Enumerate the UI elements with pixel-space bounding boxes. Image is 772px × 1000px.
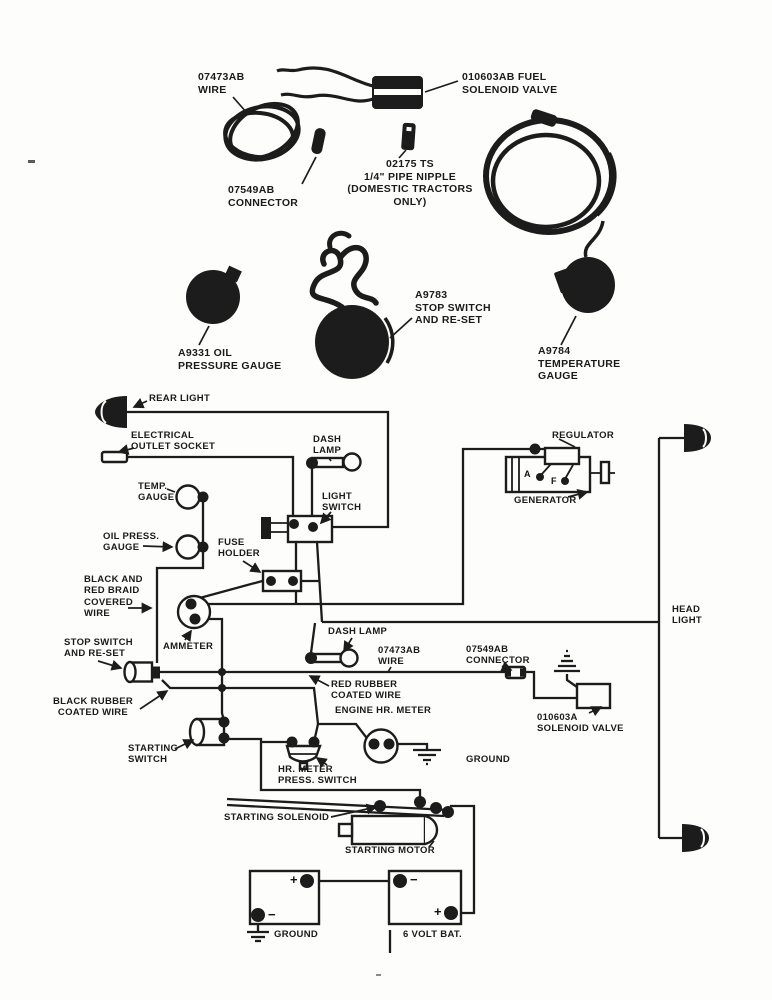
wire-coil-illustration (223, 101, 301, 162)
outlet-socket-symbol (100, 450, 129, 464)
battery1-plus-sign: + (290, 872, 298, 887)
parts-leader-lines (28, 80, 577, 346)
label-dash-lamp-lower: DASH LAMP (328, 626, 388, 637)
battery-6v-symbol (387, 869, 463, 953)
dash-lamp-lower-symbol (305, 648, 359, 668)
label-electrical-outlet: ELECTRICAL OUTLET SOCKET (131, 430, 216, 453)
label-generator: GENERATOR (514, 495, 577, 506)
label-ground-battery: GROUND (274, 929, 319, 940)
label-rear-light: REAR LIGHT (149, 393, 211, 404)
label-stop-switch: STOP SWITCH AND RE-SET (64, 637, 133, 660)
fuel-solenoid-illustration (276, 66, 423, 109)
oil-press-gauge-symbol (175, 534, 209, 560)
scan-artifact (376, 974, 381, 976)
light-switch-symbol (261, 514, 334, 544)
label-light-switch: LIGHT SWITCH (322, 491, 362, 514)
label-regulator: REGULATOR (552, 430, 614, 441)
label-head-light: HEAD LIGHT (672, 604, 702, 627)
label-part-fuel-solenoid: 010603AB FUEL SOLENOID VALVE (462, 71, 558, 96)
label-fuse-holder: FUSE HOLDER (218, 537, 260, 560)
schematic-wires (126, 410, 686, 931)
label-ground-engine: GROUND (466, 754, 511, 765)
battery1-minus-sign: − (268, 907, 276, 922)
head-light-upper-symbol (684, 424, 711, 452)
label-part-wire: 07473AB WIRE (198, 71, 245, 96)
label-press-switch: HR. METER PRESS. SWITCH (278, 764, 357, 787)
label-starting-solenoid: STARTING SOLENOID (224, 812, 330, 823)
label-terminal-f: F (551, 476, 557, 486)
label-black-rubber-wire: BLACK RUBBER COATED WIRE (52, 696, 134, 719)
label-red-rubber-wire: RED RUBBER COATED WIRE (331, 679, 402, 702)
solenoid-valve-symbol (554, 649, 612, 710)
battery2-plus-sign: + (434, 904, 442, 919)
battery2-minus-sign: − (410, 872, 418, 887)
stop-switch-illustration (309, 230, 395, 379)
connector-illustration (311, 128, 326, 155)
label-wire-schematic: 07473AB WIRE (378, 645, 421, 668)
label-engine-hr-meter: ENGINE HR. METER (335, 705, 432, 716)
generator-regulator-symbol (504, 443, 615, 494)
label-part-temp-gauge: A9784 TEMPERATURE GAUGE (538, 345, 621, 383)
starting-motor-symbol (337, 814, 439, 846)
stop-switch-symbol (123, 660, 160, 684)
ammeter-symbol (176, 594, 212, 630)
label-part-oil-gauge: A9331 OIL PRESSURE GAUGE (178, 347, 282, 372)
fuse-holder-symbol (261, 569, 303, 593)
starting-switch-symbol (188, 716, 230, 747)
label-starting-switch: STARTING SWITCH (128, 743, 179, 766)
label-connector-schematic: 07549AB CONNECTOR (466, 644, 530, 667)
junction-dots (218, 668, 226, 692)
label-dash-lamp-upper: DASH LAMP (313, 434, 342, 457)
label-solenoid-valve: 010603A SOLENOID VALVE (537, 712, 624, 735)
wiring-schematic (95, 396, 711, 976)
temperature-gauge-illustration (483, 109, 617, 313)
label-starting-motor: STARTING MOTOR (345, 845, 435, 856)
label-battery: 6 VOLT BAT. (403, 929, 462, 940)
hr-meter-press-switch-symbol (285, 736, 322, 771)
label-part-pipe-nipple: 02175 TS 1/4" PIPE NIPPLE (DOMESTIC TRAC… (347, 158, 473, 208)
parts-illustrations (28, 66, 617, 379)
head-light-lower-symbol (682, 824, 709, 852)
label-braid-wire: BLACK AND RED BRAID COVERED WIRE (84, 574, 143, 620)
engine-hr-meter-symbol (363, 728, 441, 766)
starting-solenoid-symbol (374, 796, 454, 818)
oil-pressure-gauge-illustration (186, 265, 242, 324)
label-part-connector: 07549AB CONNECTOR (228, 184, 299, 209)
label-ammeter: AMMETER (163, 641, 214, 652)
dash-lamp-upper-symbol (306, 452, 362, 472)
label-part-stop-switch: A9783 STOP SWITCH AND RE-SET (415, 289, 491, 327)
label-oil-press-gauge: OIL PRESS. GAUGE (103, 531, 160, 554)
rear-light-symbol (95, 396, 127, 428)
pipe-nipple-illustration (401, 122, 416, 151)
scan-artifact (28, 160, 35, 163)
label-terminal-a: A (524, 469, 531, 479)
schematic-leader-lines (97, 398, 603, 976)
label-temp-gauge: TEMP. GAUGE (138, 481, 175, 504)
battery-ground-symbol (247, 869, 321, 943)
temp-gauge-symbol (175, 484, 209, 510)
